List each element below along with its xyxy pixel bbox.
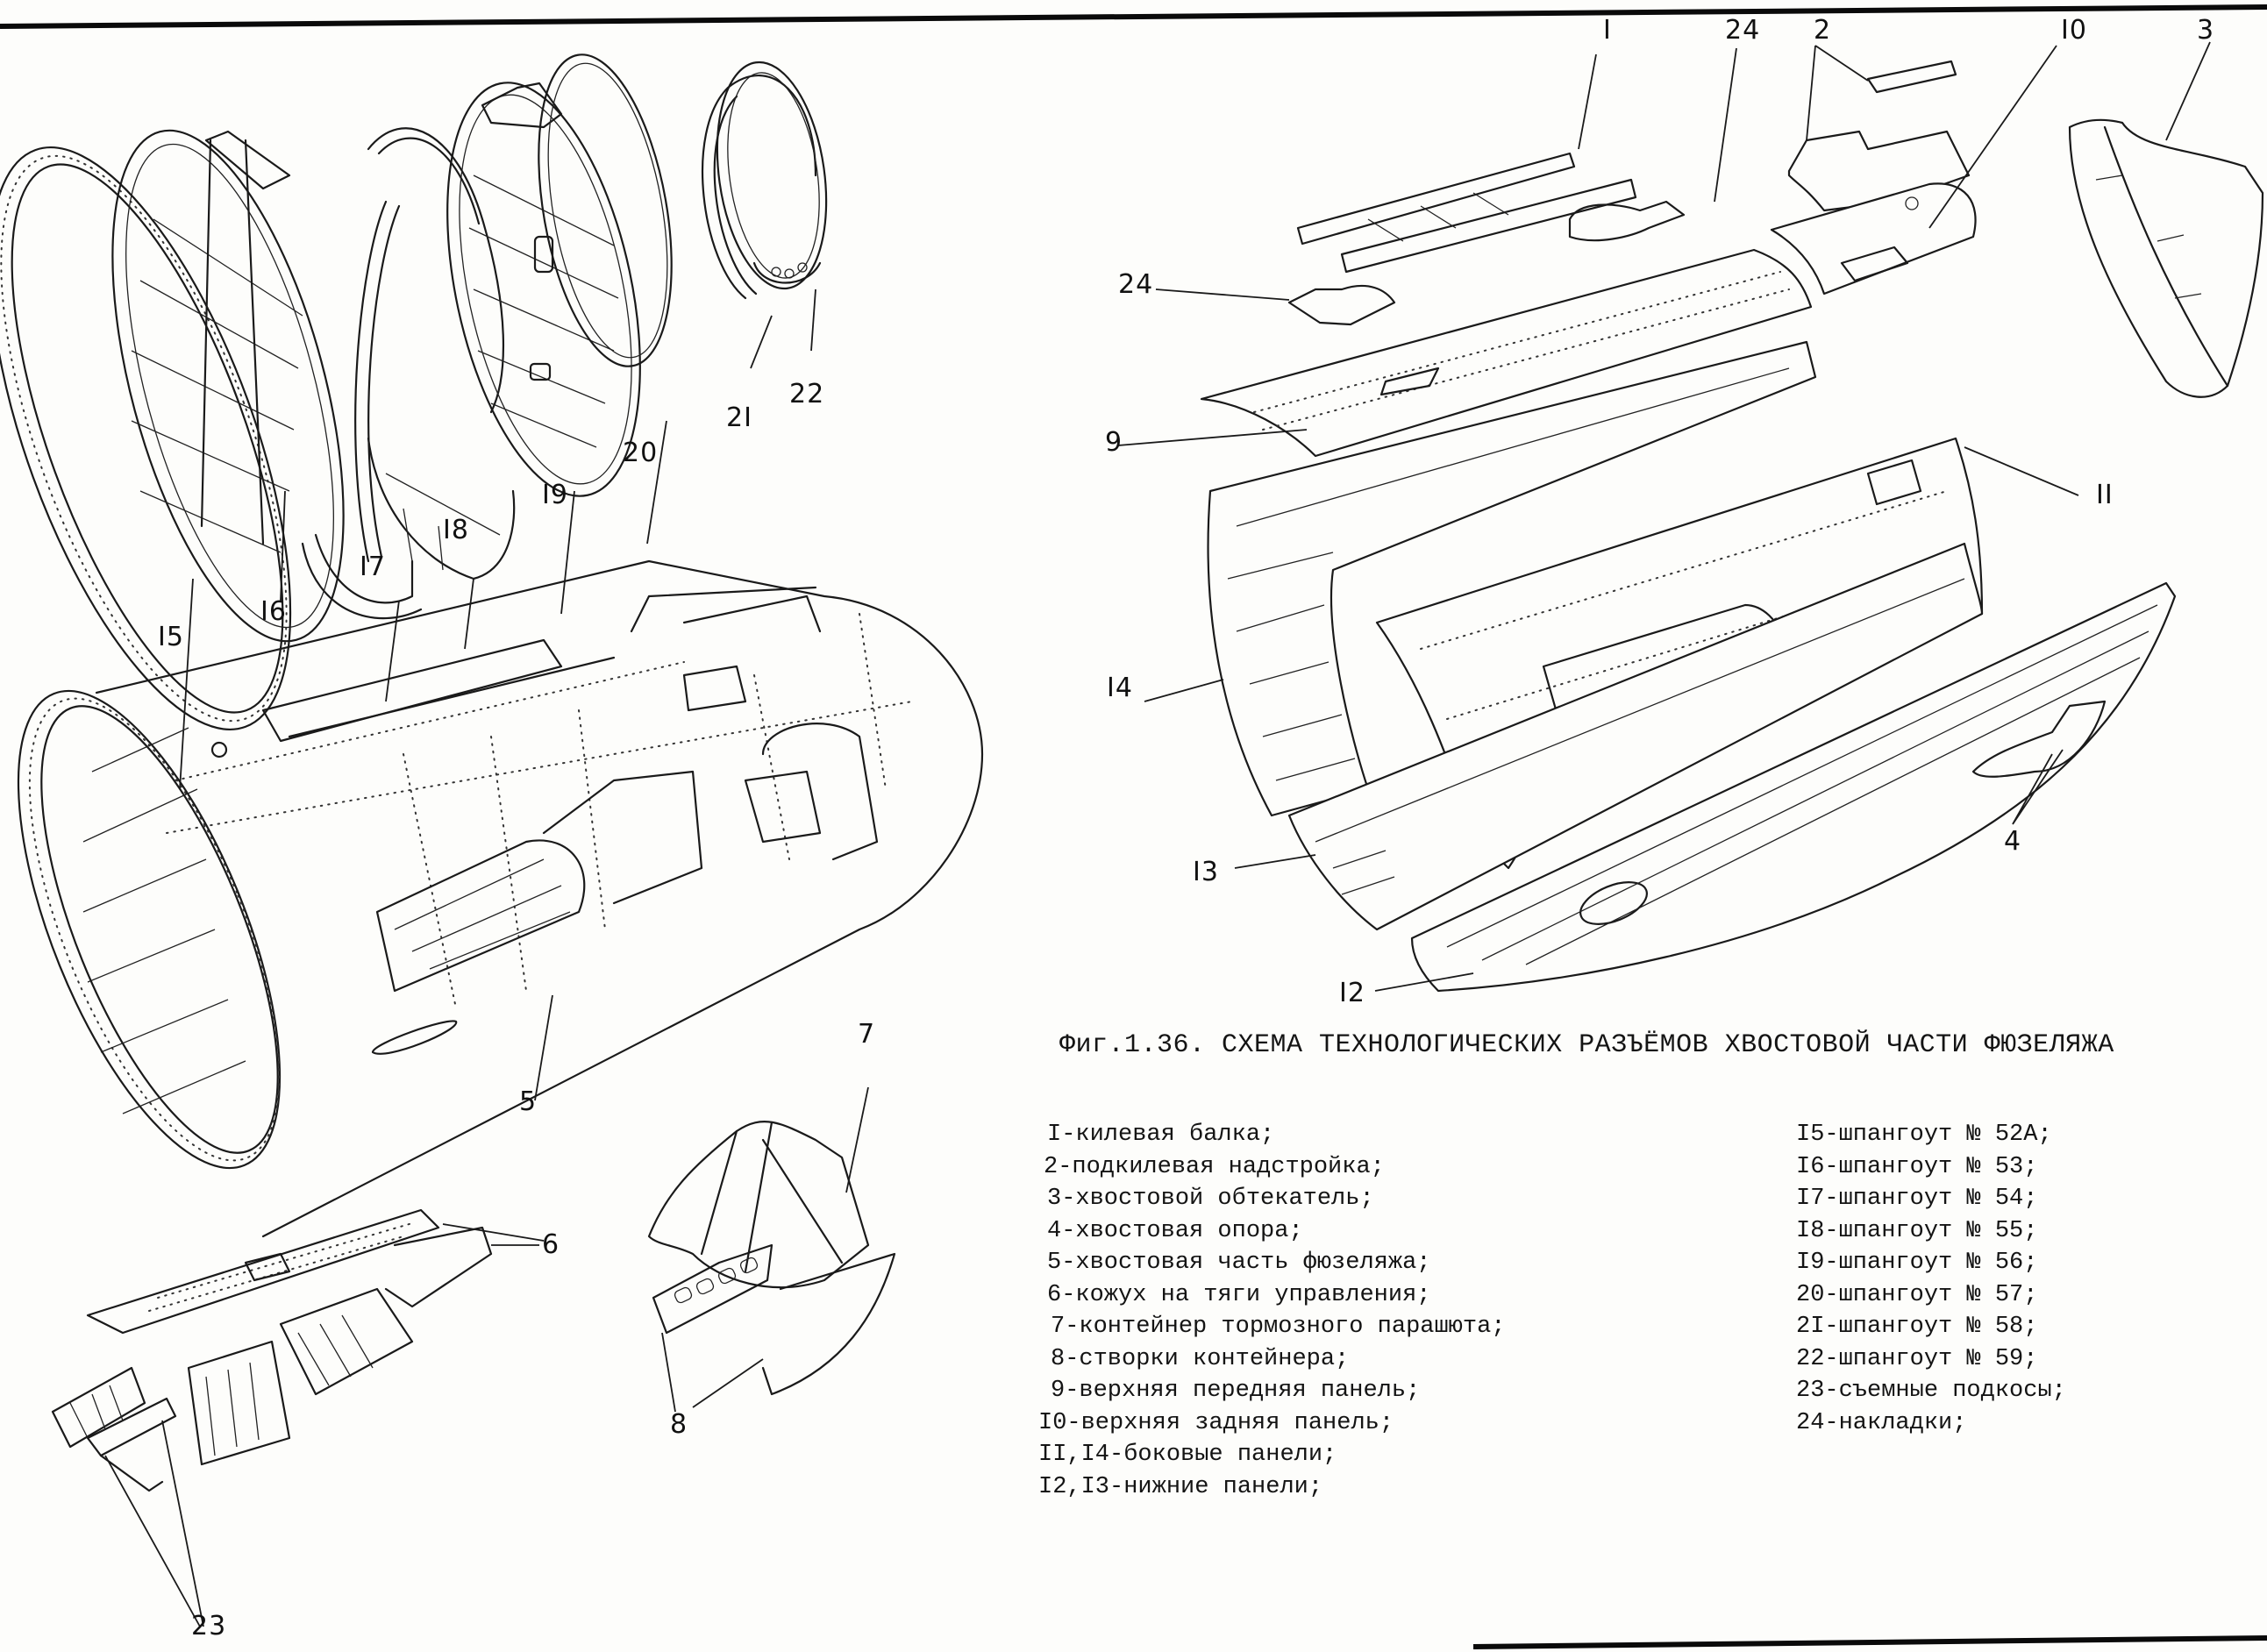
legend-item: 3-хвостовой обтекатель; bbox=[1047, 1186, 1374, 1212]
parachute-container-7 bbox=[647, 1086, 870, 1289]
callout-20: 20 bbox=[623, 438, 659, 468]
tail-support-4 bbox=[1971, 700, 2107, 825]
legend-item: I5-шпангоут № 52А; bbox=[1796, 1122, 2052, 1148]
frames-group bbox=[0, 53, 828, 790]
frame-17 bbox=[301, 200, 423, 620]
frame-20 bbox=[538, 53, 673, 367]
control-rod-cover-6 bbox=[51, 1208, 545, 1466]
tail-fuselage-5 bbox=[17, 559, 984, 1238]
callout-23: 23 bbox=[191, 1611, 227, 1641]
callout-21: 2I bbox=[726, 402, 752, 433]
callout-1: I bbox=[1603, 15, 1612, 46]
legend-item: 2-подкилевая надстройка; bbox=[1044, 1153, 1385, 1180]
callout-5: 5 bbox=[519, 1086, 538, 1117]
bottom-border-line bbox=[1472, 1635, 2267, 1649]
legend-item: II,I4-боковые панели; bbox=[1038, 1442, 1337, 1468]
keel-beam-1 bbox=[1296, 53, 1637, 274]
frame-22 bbox=[716, 61, 828, 290]
callout-15: I5 bbox=[158, 622, 184, 652]
legend-item: I-килевая балка; bbox=[1047, 1122, 1275, 1148]
callout-24-left: 24 bbox=[1118, 269, 1154, 300]
legend-right-column: I5-шпангоут № 52А; I6-шпангоут № 53; I7-… bbox=[1796, 1119, 2066, 1439]
callout-19: I9 bbox=[542, 480, 568, 510]
removable-struts-23 bbox=[86, 1397, 204, 1627]
legend-item: I8-шпангоут № 55; bbox=[1796, 1217, 2038, 1244]
legend-item: I0-верхняя задняя панель; bbox=[1038, 1409, 1394, 1436]
overlay-plates-24 bbox=[1155, 47, 1737, 326]
lower-panel-13 bbox=[1234, 542, 1984, 931]
frame-18 bbox=[367, 127, 516, 580]
callout-12: I2 bbox=[1339, 978, 1365, 1008]
tail-fairing-3 bbox=[2068, 41, 2264, 398]
legend-item: I9-шпангоут № 56; bbox=[1796, 1250, 2038, 1276]
legend-item: 7-контейнер тормозного парашюта; bbox=[1051, 1314, 1506, 1340]
legend-item: 2I-шпангоут № 58; bbox=[1796, 1314, 2038, 1340]
legend-item: 22-шпангоут № 59; bbox=[1796, 1345, 2038, 1372]
legend-item: 6-кожух на тяги управления; bbox=[1047, 1281, 1431, 1308]
legend-item: 24-накладки; bbox=[1796, 1409, 1967, 1436]
container-doors-8 bbox=[652, 1243, 896, 1413]
legend-item: I2,I3-нижние панели; bbox=[1038, 1473, 1323, 1500]
lower-panel-12 bbox=[1374, 581, 2177, 993]
callout-7: 7 bbox=[858, 1019, 876, 1050]
legend-item: 4-хвостовая опора; bbox=[1047, 1217, 1303, 1244]
legend-item: 5-хвостовая часть фюзеляжа; bbox=[1047, 1250, 1431, 1276]
callout-4: 4 bbox=[2004, 826, 2022, 857]
callout-6: 6 bbox=[542, 1229, 560, 1260]
legend-item: 20-шпангоут № 57; bbox=[1796, 1281, 2038, 1308]
legend-item: I6-шпангоут № 53; bbox=[1796, 1153, 2038, 1180]
callout-16: I6 bbox=[260, 596, 287, 627]
callout-18: I8 bbox=[443, 515, 469, 545]
legend-item: 8-створки контейнера; bbox=[1051, 1345, 1350, 1372]
figure-caption: Фиг.1.36. СХЕМА ТЕХНОЛОГИЧЕСКИХ РАЗЪЁМОВ… bbox=[1059, 1030, 2114, 1060]
legend-left-column: I-килевая балка; 2-подкилевая надстройка… bbox=[1035, 1119, 1505, 1503]
callout-22: 22 bbox=[789, 379, 825, 409]
callout-2: 2 bbox=[1814, 15, 1832, 46]
callout-3: 3 bbox=[2197, 15, 2215, 46]
legend-item: 9-верхняя передняя панель; bbox=[1051, 1378, 1421, 1404]
callout-14: I4 bbox=[1107, 673, 1133, 703]
legend-item: 23-съемные подкосы; bbox=[1796, 1378, 2066, 1404]
callout-9: 9 bbox=[1105, 427, 1123, 458]
callout-8: 8 bbox=[670, 1409, 688, 1440]
frame-15 bbox=[0, 146, 292, 730]
callout-17: I7 bbox=[360, 552, 386, 582]
upper-front-panel-9 bbox=[1117, 248, 1813, 458]
upper-rear-panel-10 bbox=[1770, 45, 2057, 296]
callout-13: I3 bbox=[1193, 857, 1219, 887]
subfin-superstructure-2 bbox=[1787, 45, 1971, 212]
callout-11: II bbox=[2096, 480, 2114, 510]
top-border-line bbox=[0, 4, 2267, 29]
frame-16 bbox=[111, 129, 345, 643]
callout-10: I0 bbox=[2061, 15, 2087, 46]
callout-24-top: 24 bbox=[1725, 15, 1761, 46]
legend-item: I7-шпангоут № 54; bbox=[1796, 1186, 2038, 1212]
